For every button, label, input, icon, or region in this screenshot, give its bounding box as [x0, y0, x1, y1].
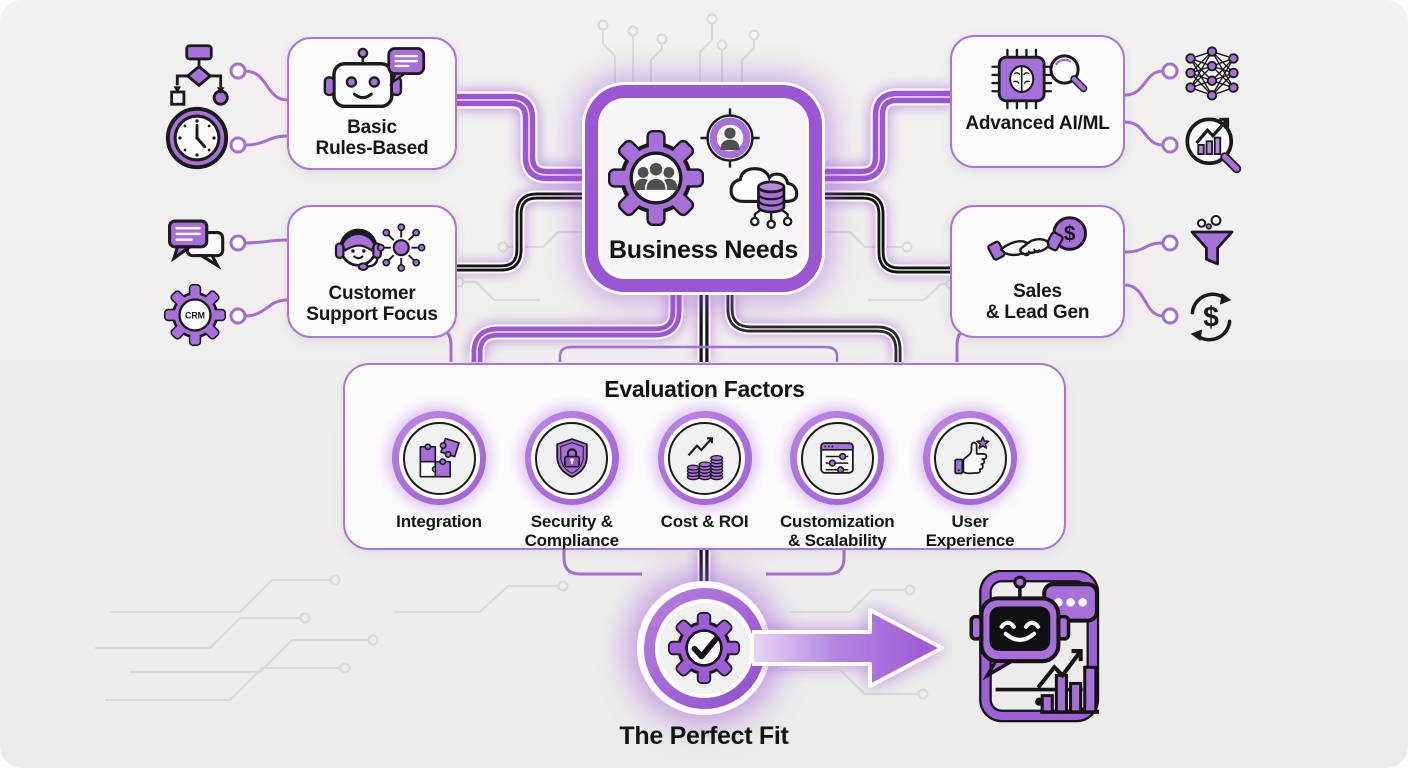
dollar-coin-glyph: $: [1063, 223, 1075, 246]
flowchart-icon: [170, 44, 229, 106]
business-needs-node: Business Needs: [585, 85, 822, 292]
factor-customization: Customization& Scalability: [771, 411, 903, 550]
target-user-icon: [700, 108, 760, 168]
lead-funnel-icon: [1190, 215, 1234, 266]
factor-integration: Integration: [373, 411, 505, 550]
factor-security: Security &Compliance: [506, 411, 638, 550]
option-label-advanced: Advanced AI/ML: [965, 113, 1110, 134]
support-agent-icon: [334, 223, 426, 272]
option-card-advanced: Advanced AI/ML: [950, 35, 1125, 168]
settings-sliders-icon: [820, 442, 854, 474]
option-label-sales: Sales & Lead Gen: [985, 281, 1090, 323]
chatbot-head-icon: [969, 575, 1071, 681]
factor-label-security: Security &Compliance: [524, 512, 620, 550]
factor-label-customization: Customization& Scalability: [779, 512, 895, 550]
evaluation-factors-row: Integration Security &Compliance: [345, 403, 1064, 550]
business-needs-label: Business Needs: [609, 236, 798, 264]
chip-brain-icon: [990, 48, 1087, 110]
cloud-database-icon: [729, 167, 799, 230]
magnifier-icon: [1048, 54, 1087, 93]
shield-lock-icon: [556, 438, 588, 478]
factor-label-integration: Integration: [396, 512, 482, 531]
dollar-cycle-icon: $: [1190, 292, 1232, 342]
crm-label: CRM: [185, 310, 205, 320]
evaluation-panel: Evaluation Factors: [343, 363, 1066, 550]
crm-gear-icon: CRM: [164, 284, 226, 346]
gear-team-icon: [608, 130, 704, 226]
option-label-basic: Basic Rules-Based: [315, 117, 429, 159]
clock-icon: [165, 106, 229, 170]
chat-bubbles-icon: [167, 219, 225, 270]
factor-label-cost: Cost & ROI: [660, 512, 749, 531]
option-card-sales: $ Sales & Lead Gen: [950, 205, 1125, 338]
neural-network-icon: [1185, 46, 1239, 101]
perfect-fit-circle: [637, 581, 771, 715]
gear-checkmark-icon: [668, 612, 740, 684]
robot-icon: [323, 47, 426, 109]
evaluation-title: Evaluation Factors: [604, 376, 805, 402]
hub-network-icon: [376, 223, 426, 272]
dollar-cycle-glyph: $: [1203, 302, 1219, 334]
factor-cost: Cost & ROI: [639, 411, 771, 550]
chatbot-tablet-illustration: [969, 570, 1100, 723]
thumbs-up-star-icon: [954, 436, 990, 475]
handshake-icon: $: [986, 216, 1087, 261]
option-card-basic: Basic Rules-Based: [287, 37, 457, 170]
option-label-customer: Customer Support Focus: [306, 283, 438, 325]
result-arrow: [752, 608, 944, 688]
coin-stacks-growth-icon: [686, 437, 723, 481]
puzzle-icon: [419, 437, 460, 478]
perfect-fit-label: The Perfect Fit: [619, 722, 789, 750]
growth-chart-icon: [1036, 649, 1099, 714]
option-card-customer: Customer Support Focus: [287, 205, 457, 338]
speech-bubble-icon: [387, 47, 426, 86]
analytics-magnifier-icon: [1185, 117, 1242, 174]
